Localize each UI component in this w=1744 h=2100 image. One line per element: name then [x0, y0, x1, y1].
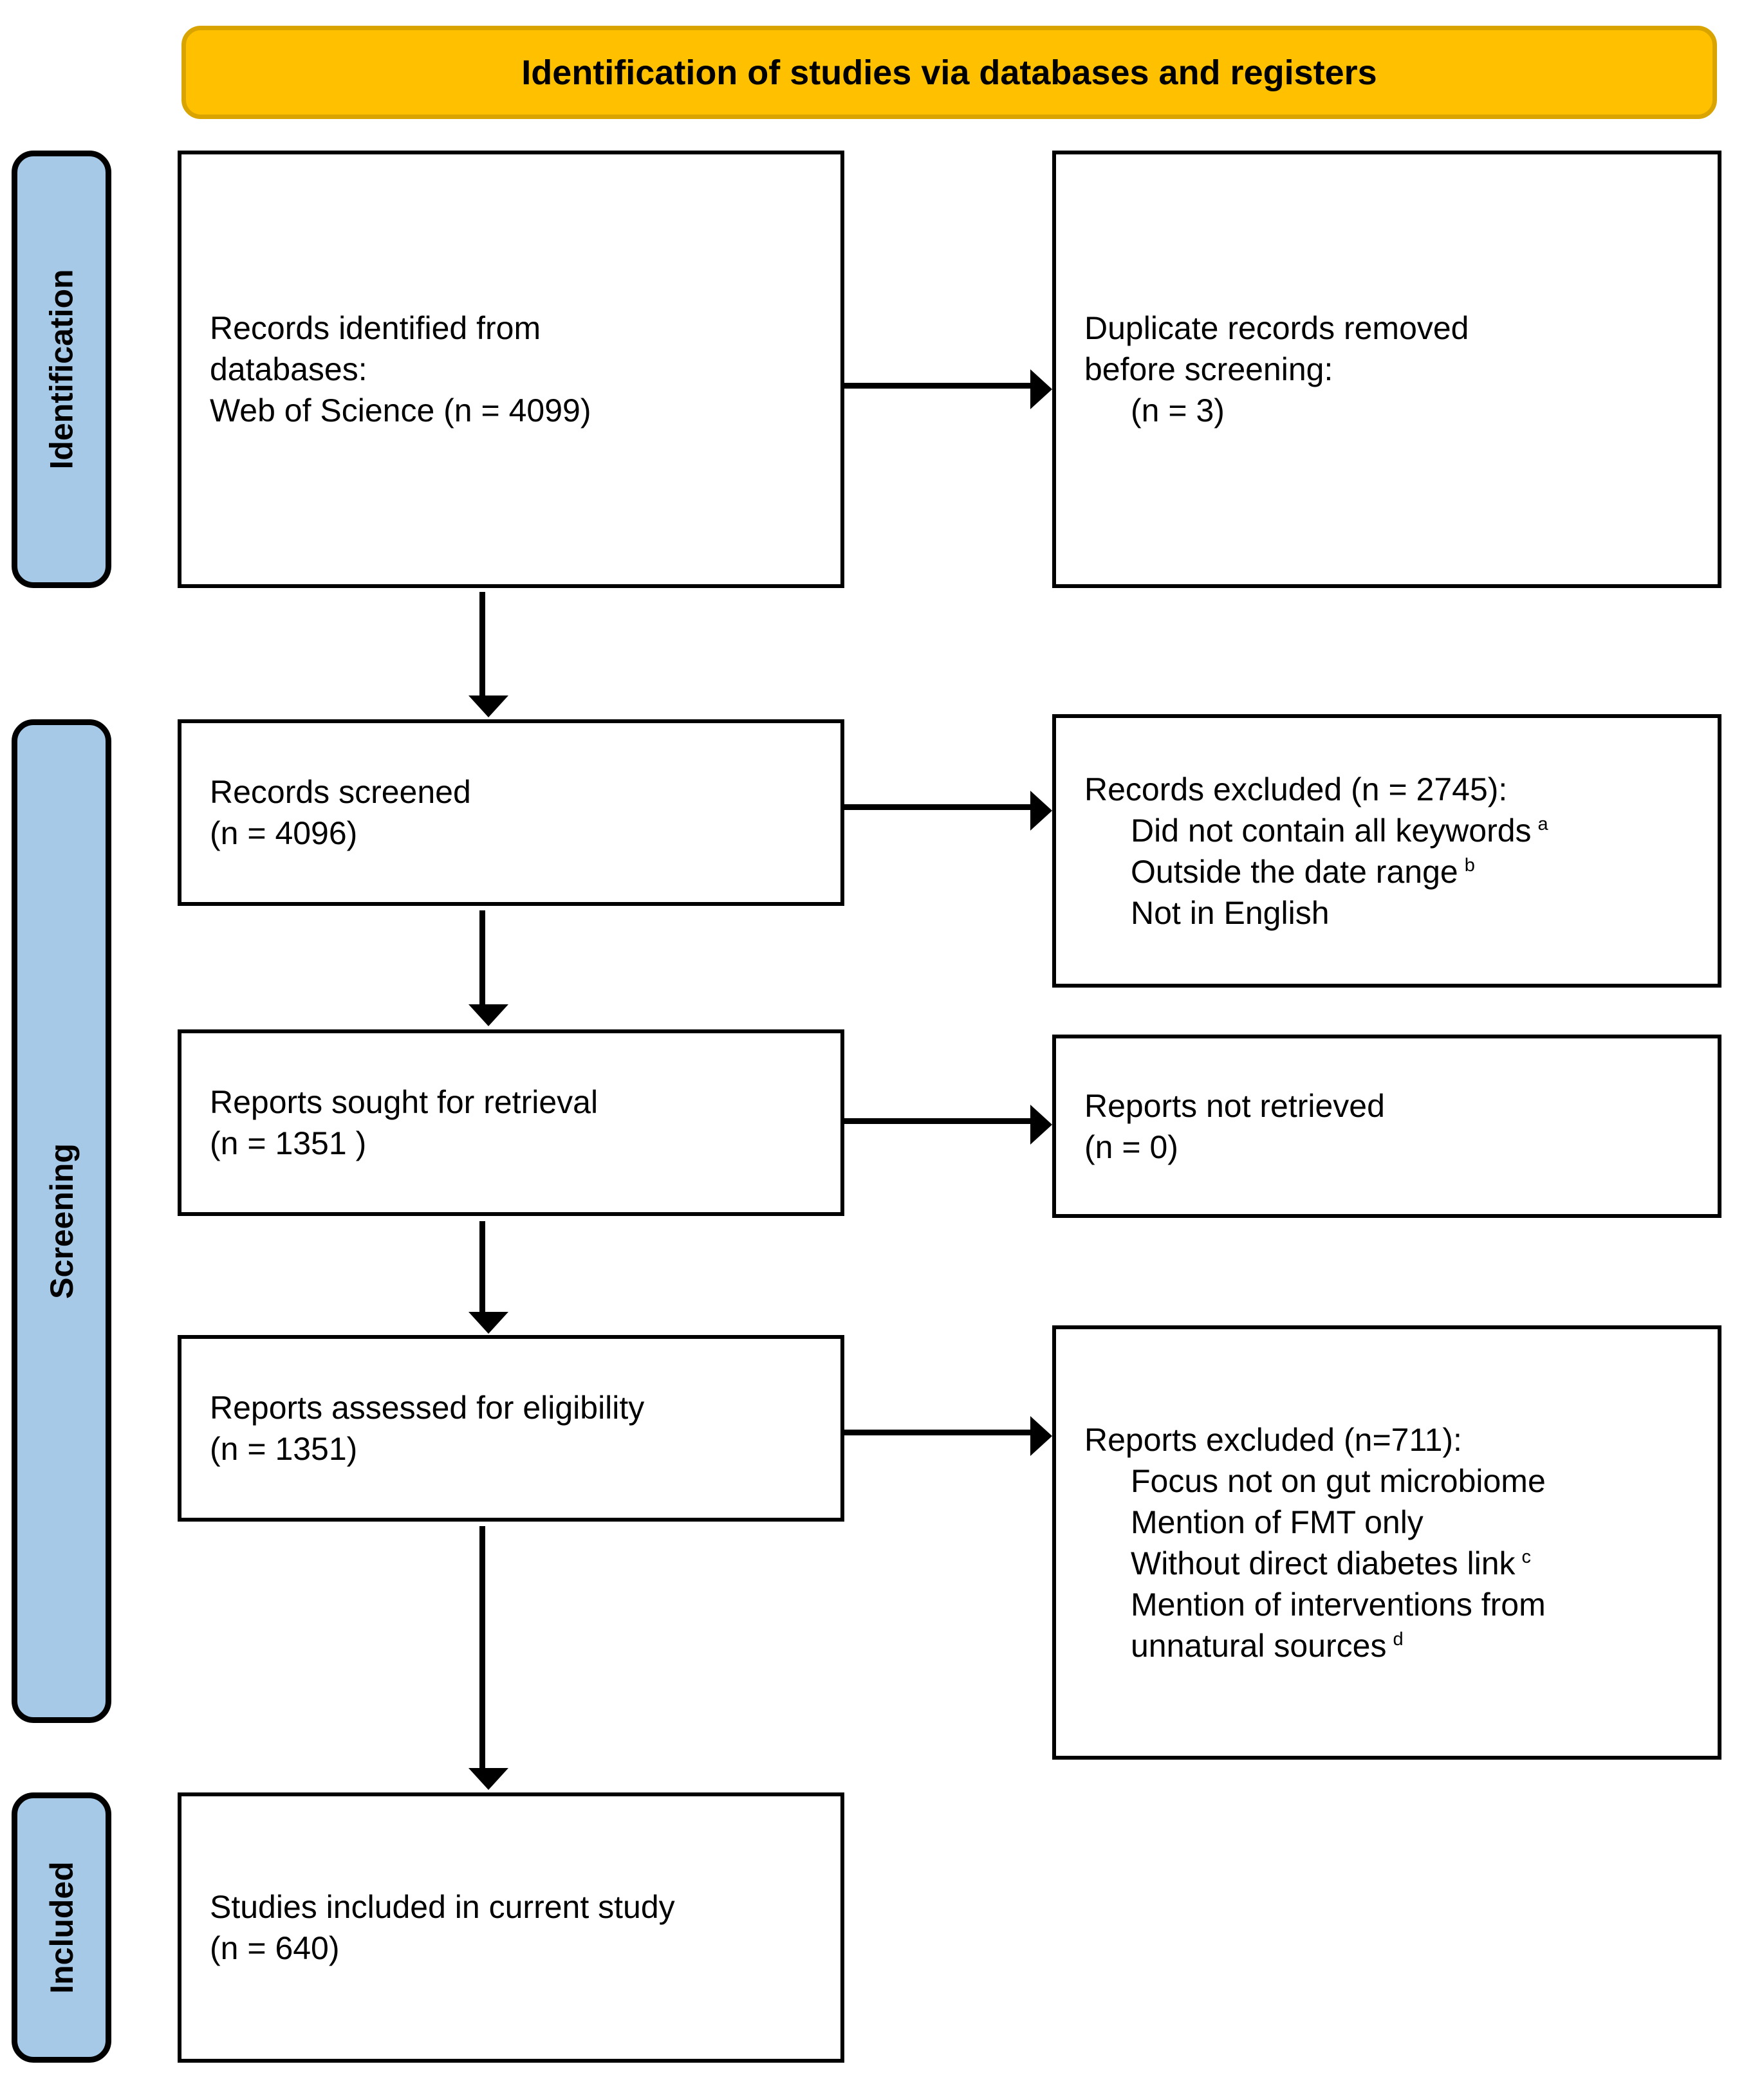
box-line: Focus not on gut microbiome: [1131, 1462, 1546, 1499]
arrow-assessed-to-included: [468, 1526, 508, 1790]
box-records-identified: Records identified from databases: Web o…: [178, 151, 844, 588]
footnote-ref-a: a: [1537, 813, 1548, 834]
box-line: (n = 1351 ): [210, 1125, 367, 1161]
stage-label-identification-text: Identification: [43, 269, 80, 470]
box-reports-sought: Reports sought for retrieval (n = 1351 ): [178, 1029, 844, 1216]
box-line: before screening:: [1084, 351, 1333, 387]
box-line: Web of Science (n = 4099): [210, 392, 591, 428]
box-reports-excluded: Reports excluded (n=711): Focus not on g…: [1052, 1325, 1721, 1760]
box-line: Duplicate records removed: [1084, 310, 1469, 346]
box-line: Reports assessed for eligibility: [210, 1390, 645, 1426]
box-reports-not-retrieved: Reports not retrieved (n = 0): [1052, 1035, 1721, 1218]
box-line: (n = 1351): [210, 1431, 358, 1467]
box-line: Records identified from: [210, 310, 541, 346]
box-line: Reports excluded (n=711):: [1084, 1421, 1462, 1458]
page-title: Identification of studies via databases …: [521, 53, 1377, 92]
arrow-identified-to-screened: [468, 592, 508, 717]
box-line: Studies included in current study: [210, 1889, 675, 1925]
box-line: Reports not retrieved: [1084, 1087, 1385, 1124]
footnote-ref-b: b: [1464, 854, 1475, 876]
box-line: (n = 0): [1084, 1128, 1178, 1165]
box-line: Mention of interventions from: [1131, 1586, 1546, 1623]
box-line: Reports sought for retrieval: [210, 1084, 598, 1120]
box-line: (n = 640): [210, 1930, 340, 1966]
footnote-ref-d: d: [1393, 1628, 1404, 1650]
box-line: (n = 4096): [210, 815, 358, 851]
diagram-header-banner: Identification of studies via databases …: [181, 26, 1717, 119]
box-studies-included: Studies included in current study (n = 6…: [178, 1792, 844, 2063]
box-line: Not in English: [1131, 894, 1330, 931]
arrow-sought-to-assessed: [468, 1221, 508, 1334]
stage-label-screening-text: Screening: [43, 1143, 80, 1299]
arrow-assessed-to-excluded: [844, 1416, 1052, 1456]
stage-label-included: Included: [12, 1792, 111, 2063]
box-records-screened: Records screened (n = 4096): [178, 719, 844, 906]
stage-label-included-text: Included: [43, 1861, 80, 1994]
footnote-ref-c: c: [1521, 1546, 1532, 1567]
arrow-sought-to-not-retrieved: [844, 1105, 1052, 1145]
stage-label-screening: Screening: [12, 719, 111, 1723]
box-line: (n = 3): [1131, 392, 1225, 428]
stage-label-identification: Identification: [12, 151, 111, 588]
box-line: Records excluded (n = 2745):: [1084, 771, 1508, 807]
arrow-screened-to-sought: [468, 910, 508, 1026]
box-line: Records screened: [210, 774, 471, 810]
box-duplicate-records-removed: Duplicate records removed before screeni…: [1052, 151, 1721, 588]
arrow-identified-to-duplicates: [844, 369, 1052, 409]
arrow-screened-to-excluded: [844, 791, 1052, 831]
box-records-excluded: Records excluded (n = 2745): Did not con…: [1052, 714, 1721, 988]
box-line: Mention of FMT only: [1131, 1504, 1424, 1540]
box-reports-assessed: Reports assessed for eligibility (n = 13…: [178, 1335, 844, 1522]
box-line: databases:: [210, 351, 367, 387]
